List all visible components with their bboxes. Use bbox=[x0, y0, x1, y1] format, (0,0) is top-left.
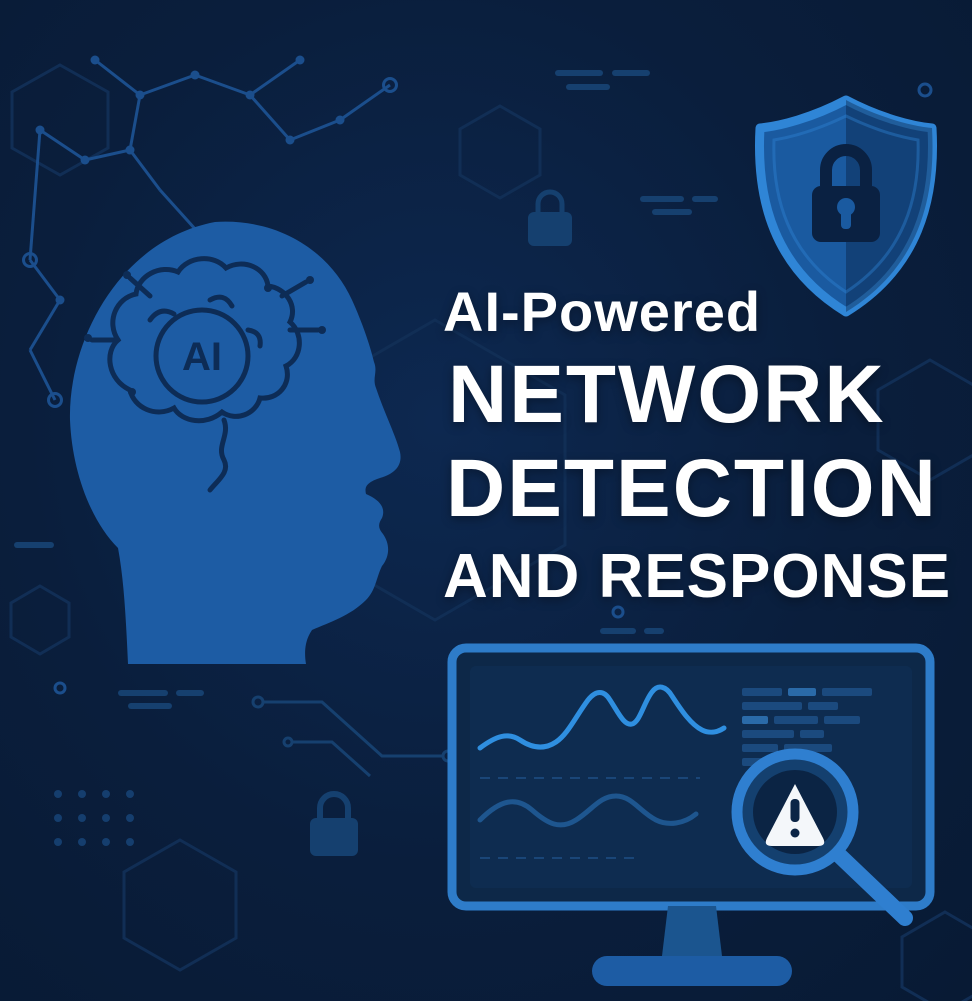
hexagon-icon bbox=[900, 910, 972, 1001]
shield-shade bbox=[846, 100, 933, 312]
hexagon-icon bbox=[122, 838, 238, 972]
monitor-analytics-icon bbox=[447, 643, 935, 986]
title-line-1: NETWORK bbox=[448, 349, 886, 440]
lock-shackle bbox=[820, 144, 872, 186]
ai-badge-label: AI bbox=[182, 335, 222, 379]
network-nodes-icon bbox=[22, 55, 398, 408]
hexagon-icon bbox=[458, 104, 542, 200]
hexagon-icon bbox=[9, 584, 71, 656]
waveform-icon bbox=[477, 684, 727, 751]
shield-inner-line bbox=[772, 114, 920, 294]
hexagon-icon bbox=[10, 63, 110, 177]
warning-exclamation-dot bbox=[790, 828, 800, 838]
dash-lines bbox=[14, 70, 718, 709]
lock-keyhole-stem bbox=[841, 209, 851, 229]
padlock-icon bbox=[528, 189, 572, 246]
decor-circles bbox=[53, 82, 933, 695]
monitor-base bbox=[592, 956, 792, 986]
brain-icon bbox=[84, 256, 326, 493]
shield-lock-icon bbox=[755, 95, 937, 317]
head-silhouette bbox=[69, 221, 401, 665]
warning-exclamation bbox=[790, 799, 800, 822]
waveform-secondary bbox=[477, 793, 699, 828]
magnifier-alert-icon bbox=[731, 748, 913, 926]
title-line-2: DETECTION bbox=[446, 443, 938, 534]
padlock-icon bbox=[310, 791, 358, 856]
title-line-3: AND RESPONSE bbox=[443, 542, 952, 611]
dots-grid-icon bbox=[54, 790, 134, 846]
hexagon-icon bbox=[876, 358, 972, 482]
magnifier-handle bbox=[832, 848, 913, 926]
circuit-trace bbox=[251, 695, 455, 778]
ai-head-icon: AI bbox=[69, 221, 401, 665]
kicker-text: AI-Powered bbox=[443, 280, 762, 343]
monitor-stand bbox=[662, 906, 722, 956]
ai-badge bbox=[153, 307, 251, 405]
